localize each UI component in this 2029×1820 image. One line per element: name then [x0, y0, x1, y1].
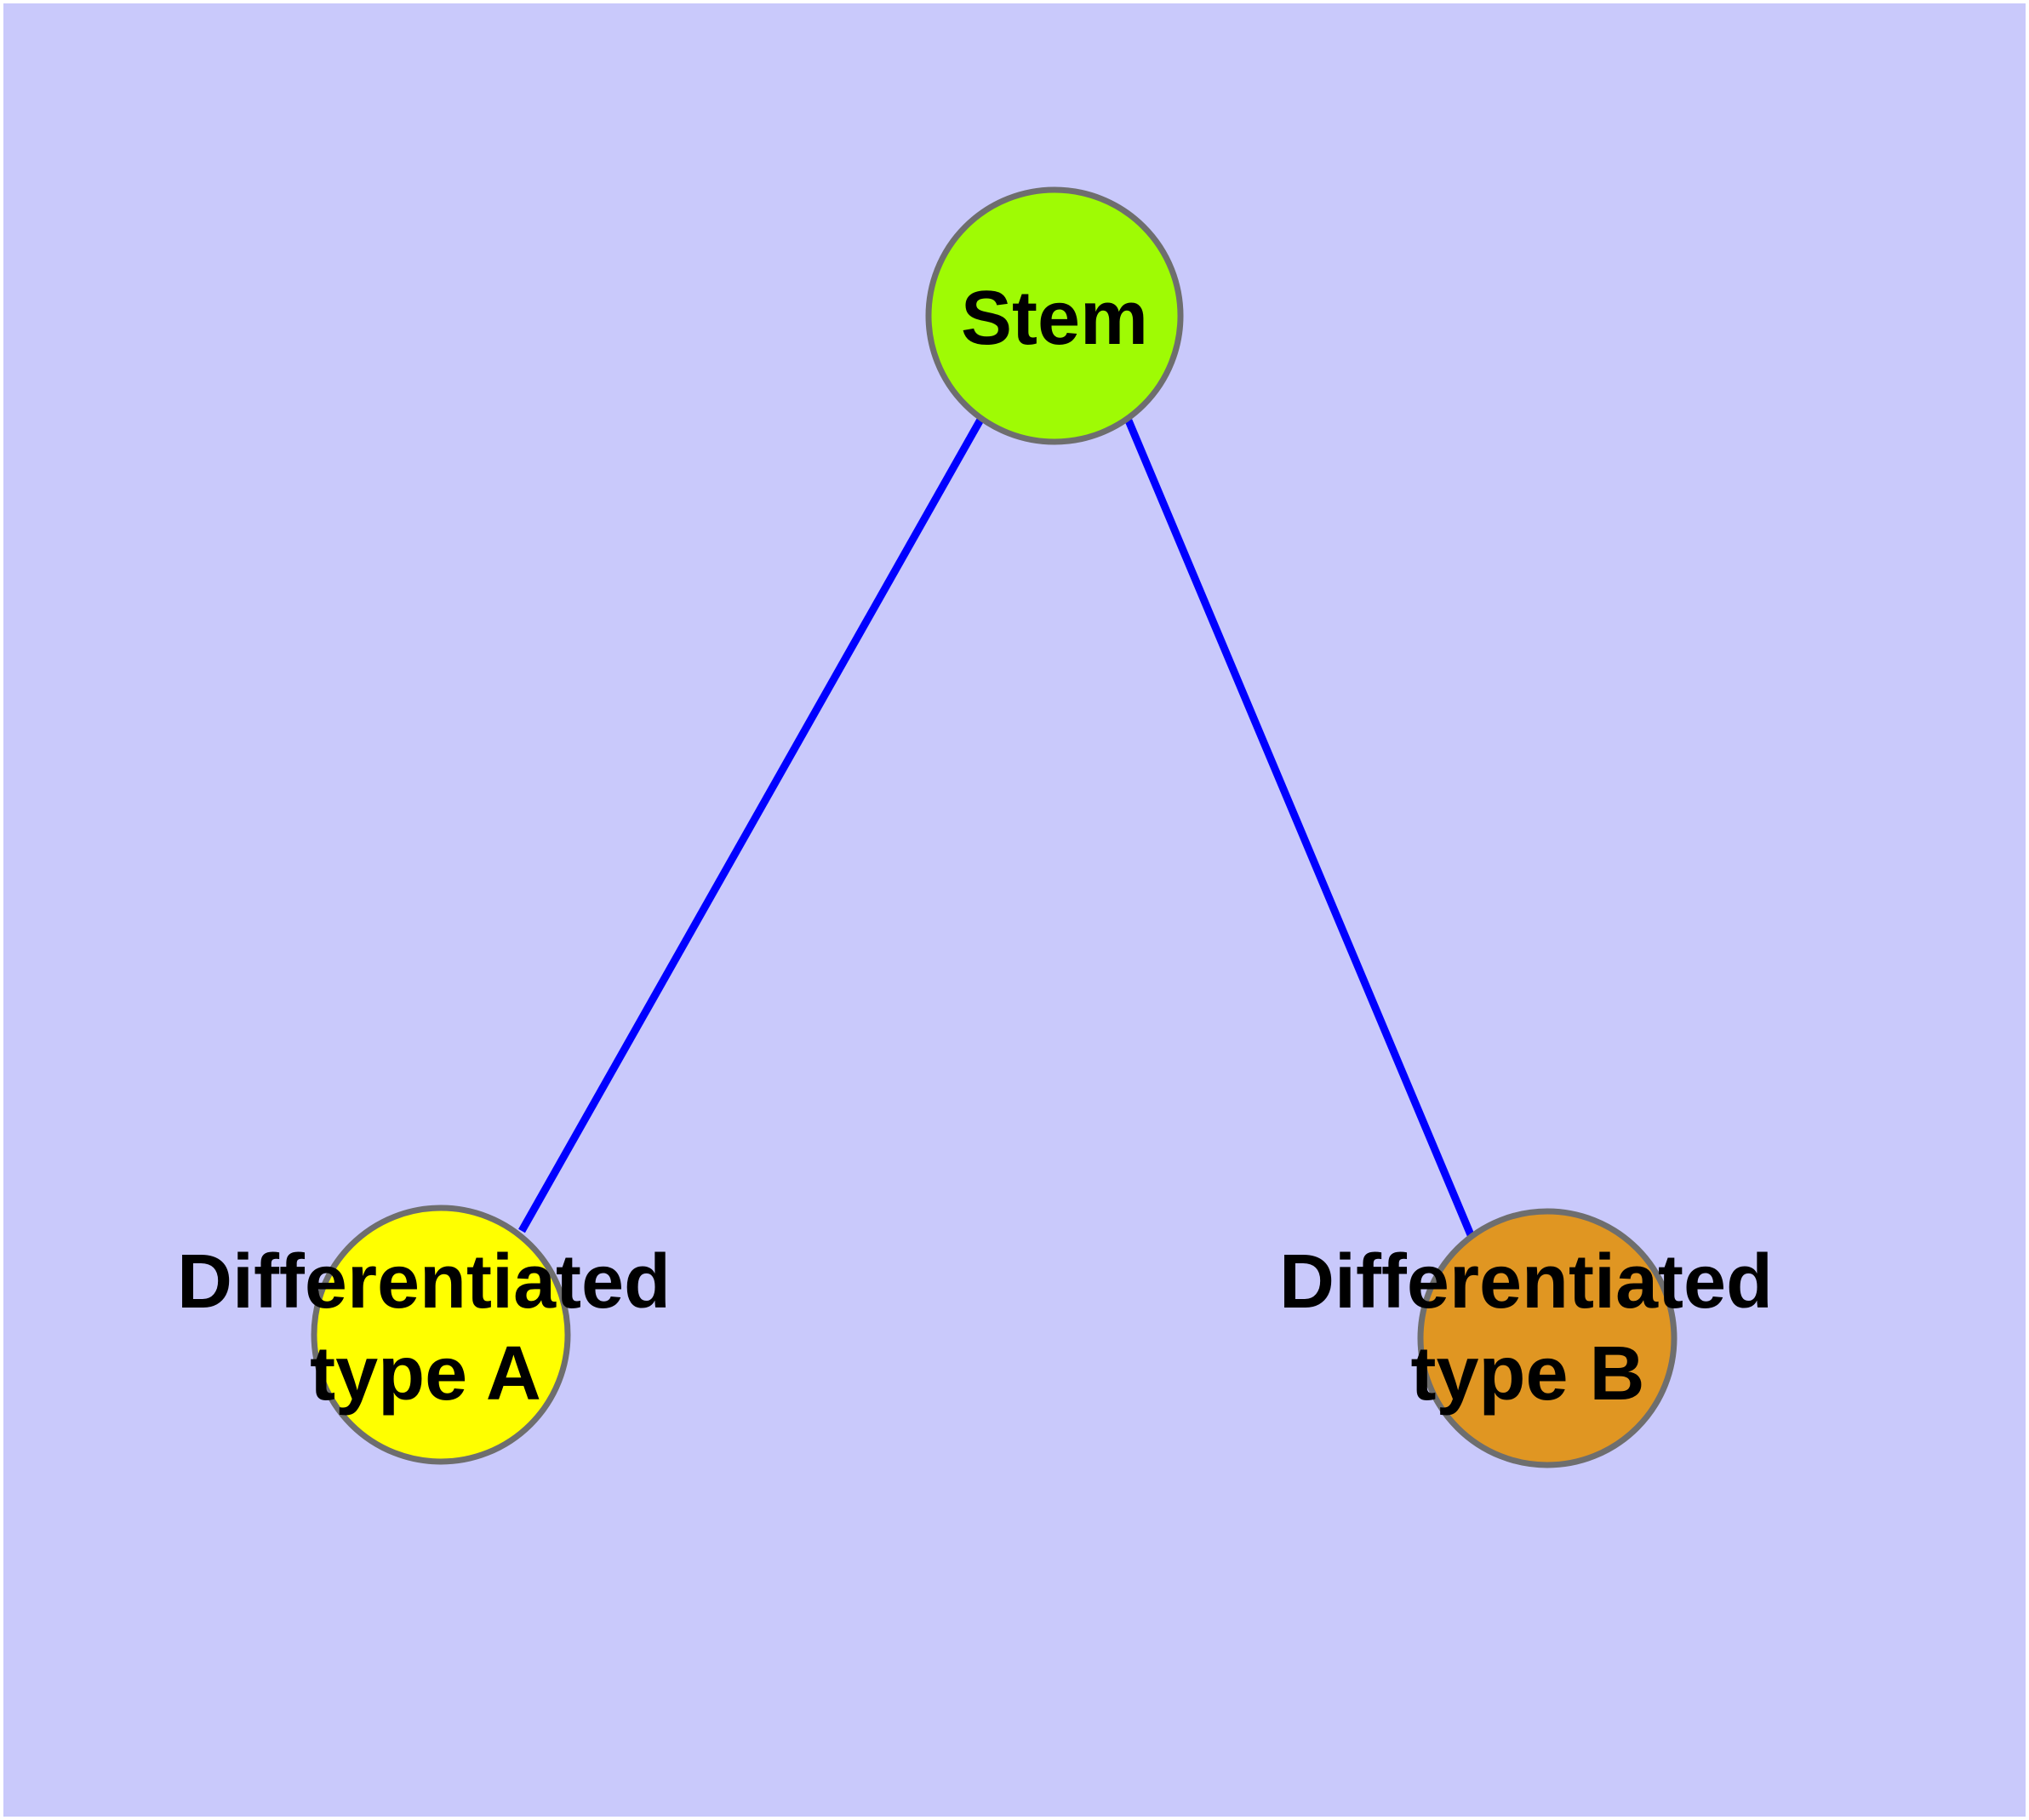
label-layer-differentiated-type-b: Differentiated type B	[1279, 1239, 1773, 1417]
node-stem[interactable]: Stem	[925, 186, 1184, 445]
node-label-differentiated-type-b-line2: type B	[1410, 1331, 1644, 1417]
node-circle-differentiated-type-b[interactable]	[1417, 1208, 1677, 1468]
node-label-differentiated-type-a-line2: type A	[310, 1331, 541, 1417]
label-layer-differentiated-type-a: Differentiated type A	[177, 1239, 671, 1417]
node-differentiated-type-b[interactable]	[1417, 1208, 1677, 1468]
node-circle-differentiated-type-a[interactable]	[311, 1205, 571, 1465]
node-circle-stem[interactable]	[925, 186, 1184, 445]
node-label-stem: Stem	[961, 276, 1148, 361]
node-label-differentiated-type-a-line1: Differentiated	[177, 1239, 671, 1325]
edge-stem-to-differentiated-type-b[interactable]	[1124, 419, 1476, 1239]
node-differentiated-type-a[interactable]	[311, 1205, 571, 1465]
node-label-differentiated-type-b-line1: Differentiated	[1279, 1239, 1773, 1325]
edge-layer	[518, 417, 1476, 1239]
edge-stem-to-differentiated-type-a[interactable]	[518, 417, 984, 1233]
